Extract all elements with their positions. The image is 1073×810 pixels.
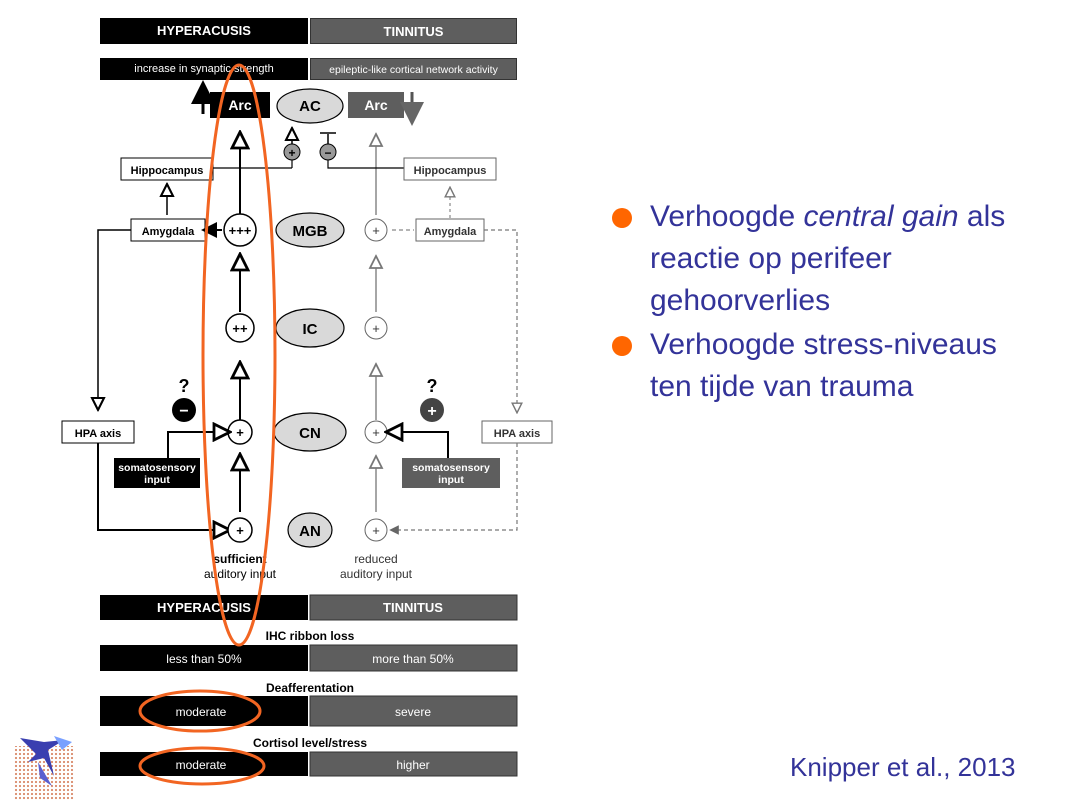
left-an-plus-node bbox=[227, 517, 253, 543]
bullet-item-central-gain: Verhoogde central gain als reactie op pe… bbox=[612, 196, 1032, 322]
right-ic-plus-label: + bbox=[372, 321, 380, 336]
somatosensory-right-box bbox=[402, 458, 500, 488]
ic-label: IC bbox=[303, 321, 318, 338]
hpa-axis-left-label: HPA axis bbox=[75, 428, 121, 440]
arc-left-label: Arc bbox=[228, 97, 252, 113]
institution-logo-icon bbox=[14, 736, 74, 800]
arc-right-label: Arc bbox=[364, 97, 388, 113]
minus-inhibition-icon bbox=[172, 398, 196, 422]
amygdala-left-label: Amygdala bbox=[142, 226, 195, 238]
bullet-1-emphasis: central gain bbox=[803, 200, 959, 233]
left-an-plus-label: + bbox=[236, 523, 244, 538]
ac-node bbox=[276, 88, 344, 124]
question-right: ? bbox=[427, 376, 438, 396]
bottom-hyperacusis-header: HYPERACUSIS bbox=[157, 600, 251, 615]
an-node bbox=[287, 512, 333, 548]
right-mgb-plus-node bbox=[364, 218, 388, 242]
somatosensory-left-line2: input bbox=[144, 474, 170, 486]
plus3-node bbox=[223, 213, 257, 247]
right-cn-plus-label: + bbox=[372, 425, 380, 440]
hippocampus-left-label: Hippocampus bbox=[131, 165, 204, 177]
cortisol-right-value: higher bbox=[396, 758, 429, 772]
deafferentation-right-value: severe bbox=[395, 705, 431, 719]
top-right-subheader: epileptic-like cortical network activity bbox=[310, 58, 517, 80]
cortisol-title: Cortisol level/stress bbox=[253, 736, 367, 750]
sufficient-auditory-input-label: auditory input bbox=[204, 567, 277, 581]
question-left: ? bbox=[179, 376, 190, 396]
somatosensory-right-line2: input bbox=[438, 474, 464, 486]
an-label: AN bbox=[299, 523, 321, 540]
hpa-axis-right-label: HPA axis bbox=[494, 428, 540, 440]
somatosensory-left-box bbox=[114, 458, 200, 488]
plus-modulator-label: + bbox=[288, 146, 295, 160]
reduced-auditory-input-label: auditory input bbox=[340, 567, 413, 581]
highlight-oval-deafferentation bbox=[138, 689, 262, 733]
bottom-tinnitus-bg bbox=[309, 594, 518, 621]
plus2-node bbox=[225, 313, 255, 343]
bullet-1-pre: Verhoogde bbox=[650, 200, 804, 233]
hippocampus-right-label: Hippocampus bbox=[414, 165, 487, 177]
top-hyperacusis-header: HYPERACUSIS bbox=[100, 18, 308, 44]
minus-modulator-label: − bbox=[324, 146, 331, 160]
somatosensory-right-line1: somatosensory bbox=[412, 462, 490, 474]
plus-excitation-icon bbox=[420, 398, 444, 422]
mgb-label: MGB bbox=[293, 223, 328, 240]
right-ic-plus-node bbox=[364, 316, 388, 340]
minus-inhibition-label: − bbox=[179, 403, 188, 420]
hippocampus-left-box bbox=[120, 157, 214, 181]
cortisol-left-value: moderate bbox=[176, 758, 227, 772]
right-an-plus-label: + bbox=[372, 523, 380, 538]
citation: Knipper et al., 2013 bbox=[790, 752, 1016, 782]
ac-label: AC bbox=[299, 98, 321, 115]
plus3-label: +++ bbox=[229, 223, 252, 238]
highlight-oval-cortisol bbox=[138, 746, 266, 786]
highlight-oval-left-pathway bbox=[201, 63, 277, 647]
bullet-list: Verhoogde central gain als reactie op pe… bbox=[612, 196, 1032, 410]
hippocampus-right-box bbox=[403, 157, 497, 181]
sufficient-label: sufficient bbox=[213, 552, 266, 566]
bottom-tinnitus-header: TINNITUS bbox=[383, 600, 443, 615]
bullet-1-post: als reactie op perifeer gehoorverlies bbox=[650, 200, 1006, 317]
arc-right-box bbox=[348, 92, 404, 118]
bullet-dot-icon bbox=[612, 208, 632, 228]
right-mgb-plus-label: + bbox=[372, 223, 380, 238]
deafferentation-title: Deafferentation bbox=[266, 681, 354, 695]
somatosensory-left-line1: somatosensory bbox=[118, 462, 196, 474]
left-cn-plus-label: + bbox=[236, 425, 244, 440]
right-an-plus-node bbox=[364, 518, 388, 542]
reduced-label: reduced bbox=[354, 552, 397, 566]
mgb-node bbox=[275, 212, 345, 248]
cn-label: CN bbox=[299, 425, 321, 442]
plus2-label: ++ bbox=[232, 321, 248, 336]
plus-excitation-label: + bbox=[427, 403, 436, 420]
ihc-right-value: more than 50% bbox=[372, 652, 454, 666]
ihc-ribbon-title: IHC ribbon loss bbox=[266, 629, 355, 643]
ihc-left-value: less than 50% bbox=[166, 652, 242, 666]
deafferentation-left-value: moderate bbox=[176, 705, 227, 719]
bullet-dot-icon bbox=[612, 336, 632, 356]
bullet-2-text: Verhoogde stress-niveaus ten tijde van t… bbox=[650, 328, 997, 403]
top-tinnitus-header: TINNITUS bbox=[310, 18, 517, 44]
bullet-item-stress: Verhoogde stress-niveaus ten tijde van t… bbox=[612, 324, 1032, 408]
bottom-hyperacusis-bg bbox=[100, 595, 308, 620]
amygdala-right-label: Amygdala bbox=[424, 226, 477, 238]
